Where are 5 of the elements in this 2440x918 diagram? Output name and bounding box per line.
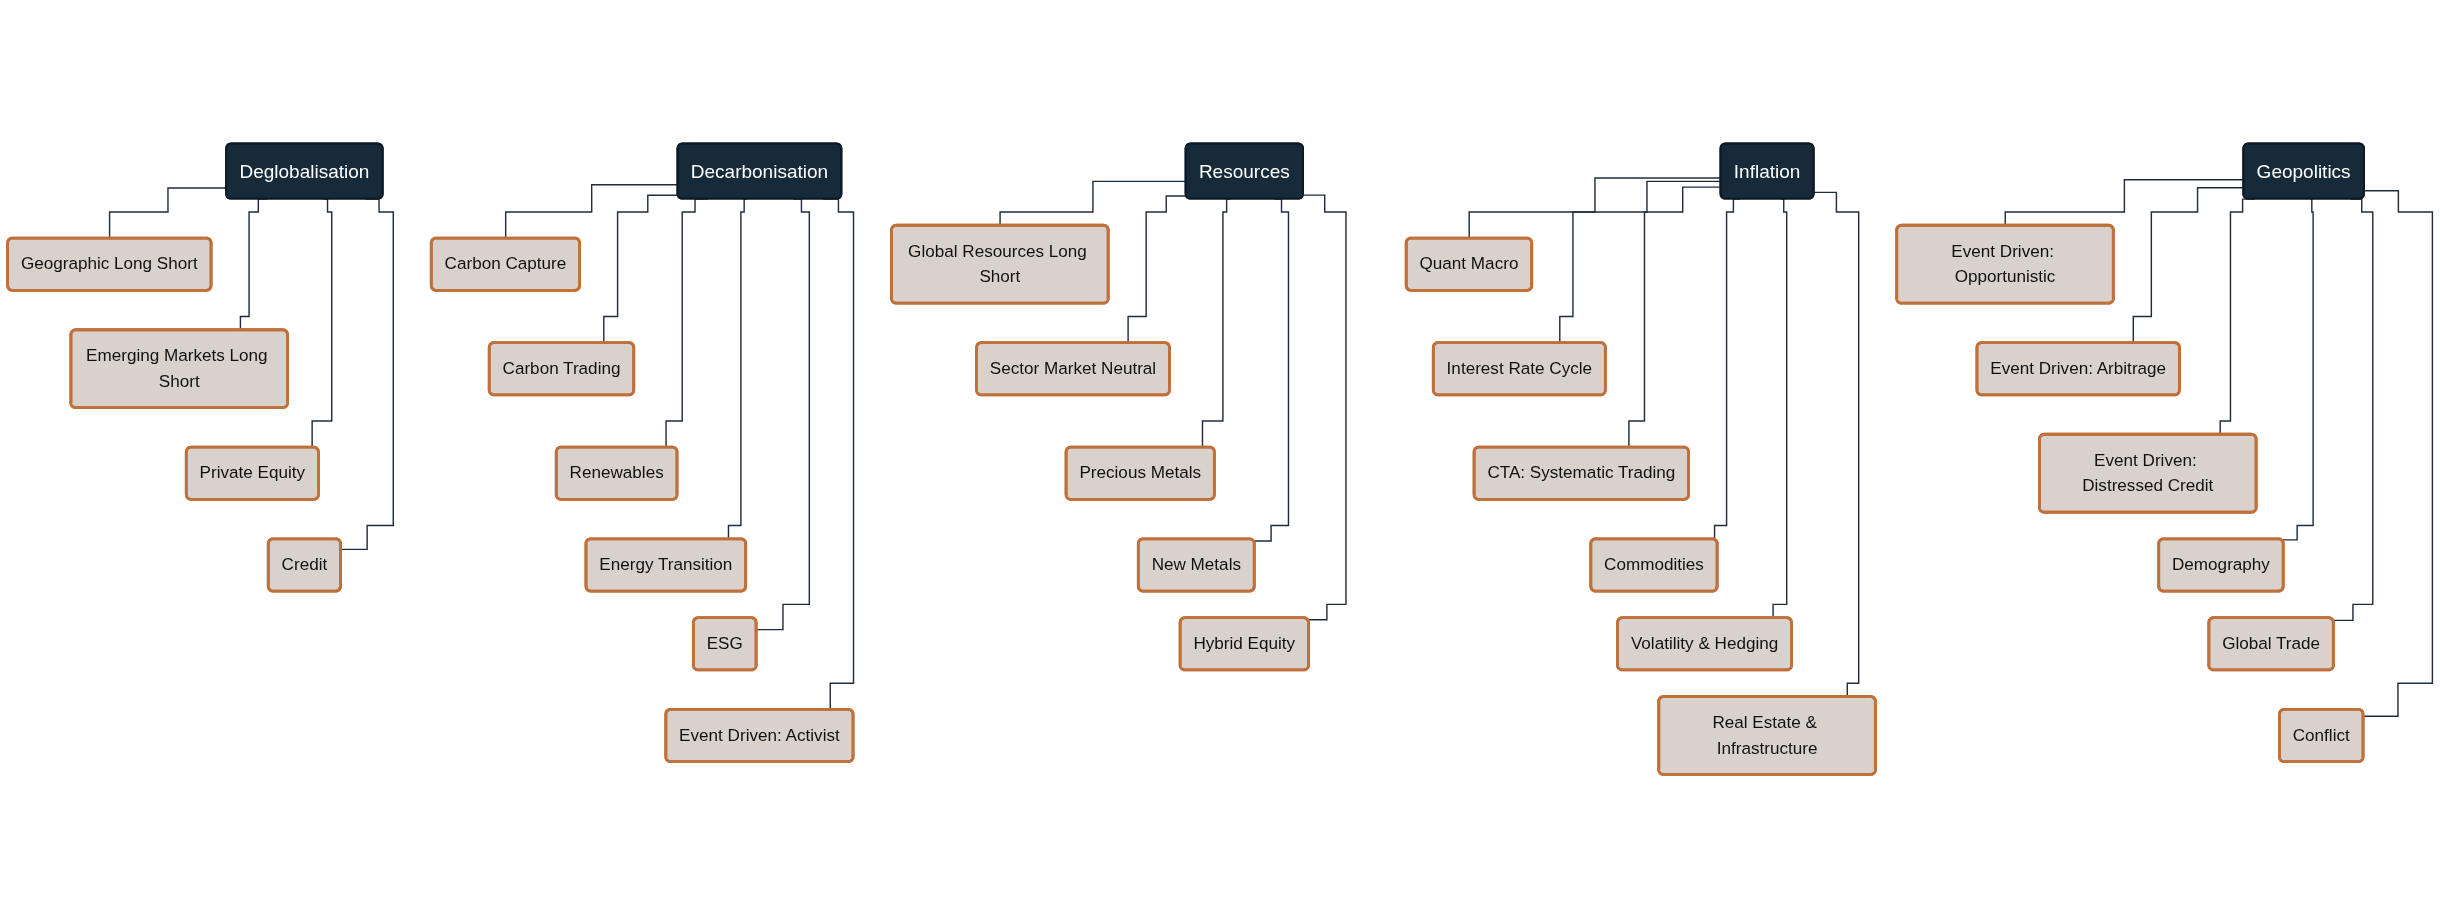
connector (1253, 198, 1290, 542)
connector (2332, 198, 2374, 622)
connector (2280, 198, 2314, 541)
connector (340, 198, 394, 551)
connector (1302, 194, 1347, 621)
